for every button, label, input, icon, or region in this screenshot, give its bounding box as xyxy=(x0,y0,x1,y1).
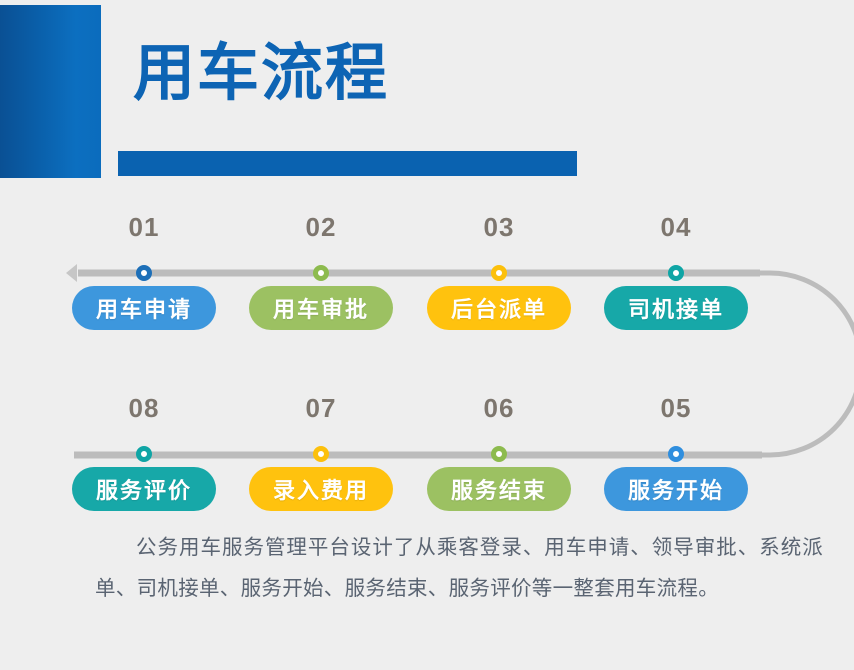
flow-step-number: 01 xyxy=(128,212,160,242)
flow-step-03[interactable]: 03 后台派单 xyxy=(411,212,587,330)
flow-step-number: 06 xyxy=(483,393,515,423)
flow-step-dot-icon xyxy=(491,265,507,281)
flow-step-07[interactable]: 07 录入费用 xyxy=(233,393,409,511)
flow-step-number: 08 xyxy=(128,393,160,423)
flow-step-label[interactable]: 录入费用 xyxy=(249,467,393,511)
flow-step-number: 07 xyxy=(305,393,337,423)
flow-step-04[interactable]: 04 司机接单 xyxy=(588,212,764,330)
flow-step-label[interactable]: 服务结束 xyxy=(427,467,571,511)
flow-step-dot-icon xyxy=(668,446,684,462)
flow-step-number: 02 xyxy=(305,212,337,242)
process-flow-diagram: 01 用车申请 02 用车审批 03 后台派单 04 司机接单 08 服务评价 xyxy=(0,200,854,511)
title-underline-bar xyxy=(118,151,577,176)
flow-step-label[interactable]: 用车审批 xyxy=(249,286,393,330)
header-accent-block xyxy=(0,5,101,178)
flow-step-06[interactable]: 06 服务结束 xyxy=(411,393,587,511)
flow-step-dot-icon xyxy=(313,265,329,281)
flow-step-label[interactable]: 司机接单 xyxy=(604,286,748,330)
flow-step-label[interactable]: 服务评价 xyxy=(72,467,216,511)
flow-step-label[interactable]: 后台派单 xyxy=(427,286,571,330)
flow-step-dot-icon xyxy=(136,446,152,462)
flow-step-label[interactable]: 服务开始 xyxy=(604,467,748,511)
flow-description-text: 公务用车服务管理平台设计了从乘客登录、用车申请、领导审批、系统派单、司机接单、服… xyxy=(95,537,823,600)
flow-step-dot-icon xyxy=(668,265,684,281)
page-title: 用车流程 xyxy=(133,39,390,108)
flow-row-top: 01 用车申请 02 用车审批 03 后台派单 04 司机接单 xyxy=(0,212,854,330)
flow-step-number: 05 xyxy=(660,393,692,423)
flow-step-dot-icon xyxy=(491,446,507,462)
flow-step-05[interactable]: 05 服务开始 xyxy=(588,393,764,511)
flow-step-dot-icon xyxy=(313,446,329,462)
flow-step-02[interactable]: 02 用车审批 xyxy=(233,212,409,330)
flow-step-number: 03 xyxy=(483,212,515,242)
flow-row-bottom: 08 服务评价 07 录入费用 06 服务结束 05 服务开始 xyxy=(0,393,854,511)
flow-step-01[interactable]: 01 用车申请 xyxy=(56,212,232,330)
flow-step-08[interactable]: 08 服务评价 xyxy=(56,393,232,511)
flow-step-number: 04 xyxy=(660,212,692,242)
flow-step-dot-icon xyxy=(136,265,152,281)
flow-step-label[interactable]: 用车申请 xyxy=(72,286,216,330)
